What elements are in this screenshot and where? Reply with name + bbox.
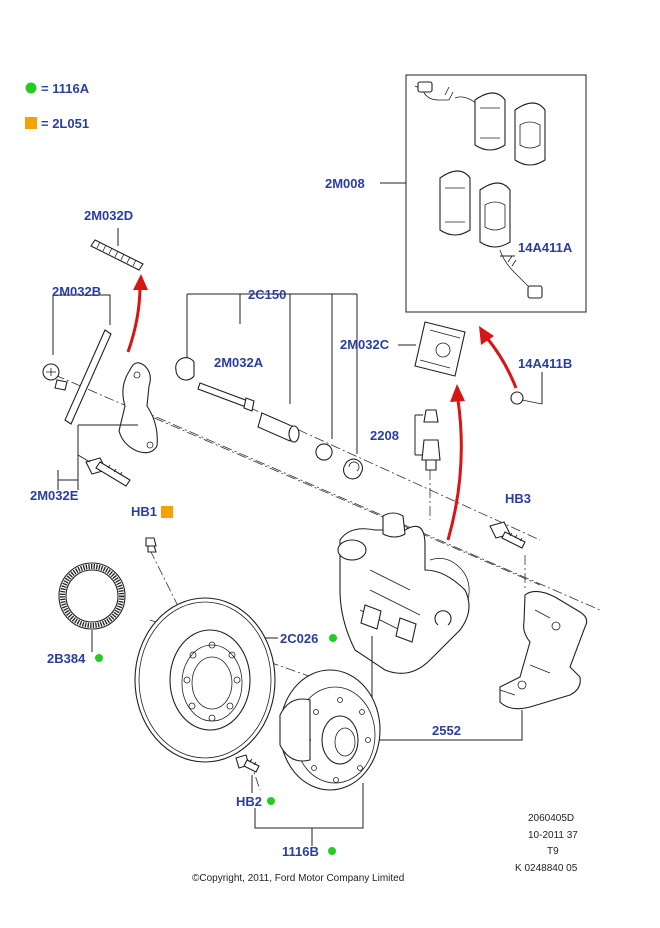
orange-square-icon [25,117,37,129]
2b384-green-dot-icon [95,654,103,662]
label-2208: 2208 [370,428,399,443]
reference-block: 2060405D 10-2011 37 T9 K 0248840 05 [515,813,578,874]
label-2M032E: 2M032E [30,488,79,503]
label-HB1: HB1 [131,504,157,519]
label-2M008: 2M008 [325,176,365,191]
copyright-text: ©Copyright, 2011, Ford Motor Company Lim… [192,873,404,884]
hb3-bolt [489,521,526,549]
1116b-green-dot-icon [328,847,336,855]
label-2M032C: 2M032C [340,337,390,352]
wear-sensor [510,372,543,405]
label-2552: 2552 [432,723,461,738]
spring-part [90,228,144,271]
label-14A411B: 14A411B [518,356,572,371]
label-1116B: 1116B [282,844,319,859]
slide-pin-kit [175,293,363,480]
legend-orange-text: = 2L051 [41,116,89,131]
pad-clip [398,321,466,377]
label-HB2: HB2 [236,794,262,809]
reference-line-2: 10-2011 37 [528,830,578,841]
abs-ring [58,562,126,652]
label-2M032B: 2M032B [52,284,101,299]
green-dot-icon [25,82,37,94]
label-2B384: 2B384 [47,651,86,666]
reference-line-4: K 0248840 05 [515,863,578,874]
label-14A411A: 14A411A [518,240,573,255]
label-2M032A: 2M032A [214,355,264,370]
wheel-hub [254,669,381,846]
2c026-green-dot-icon [329,634,337,642]
reference-line-3: T9 [547,846,559,857]
brake-pad-kit [380,74,587,313]
label-HB3: HB3 [505,491,531,506]
legend-green-text: = 1116A [41,81,90,96]
adjuster-lever [42,294,112,425]
bracket-bolt [57,424,138,490]
handbrake-bracket [118,362,158,454]
brake-disc [134,597,278,763]
legend: = 1116A = 2L051 [25,81,90,131]
reference-line-1: 2060405D [528,813,574,824]
hb2-stud [235,754,260,793]
label-2C150: 2C150 [248,287,286,302]
hb1-bolt [145,537,157,553]
label-2C026: 2C026 [280,631,318,646]
bleed-nipple [414,409,441,471]
label-2M032D: 2M032D [84,208,133,223]
hb2-green-dot-icon [267,797,275,805]
hb1-orange-square-icon [161,506,173,518]
